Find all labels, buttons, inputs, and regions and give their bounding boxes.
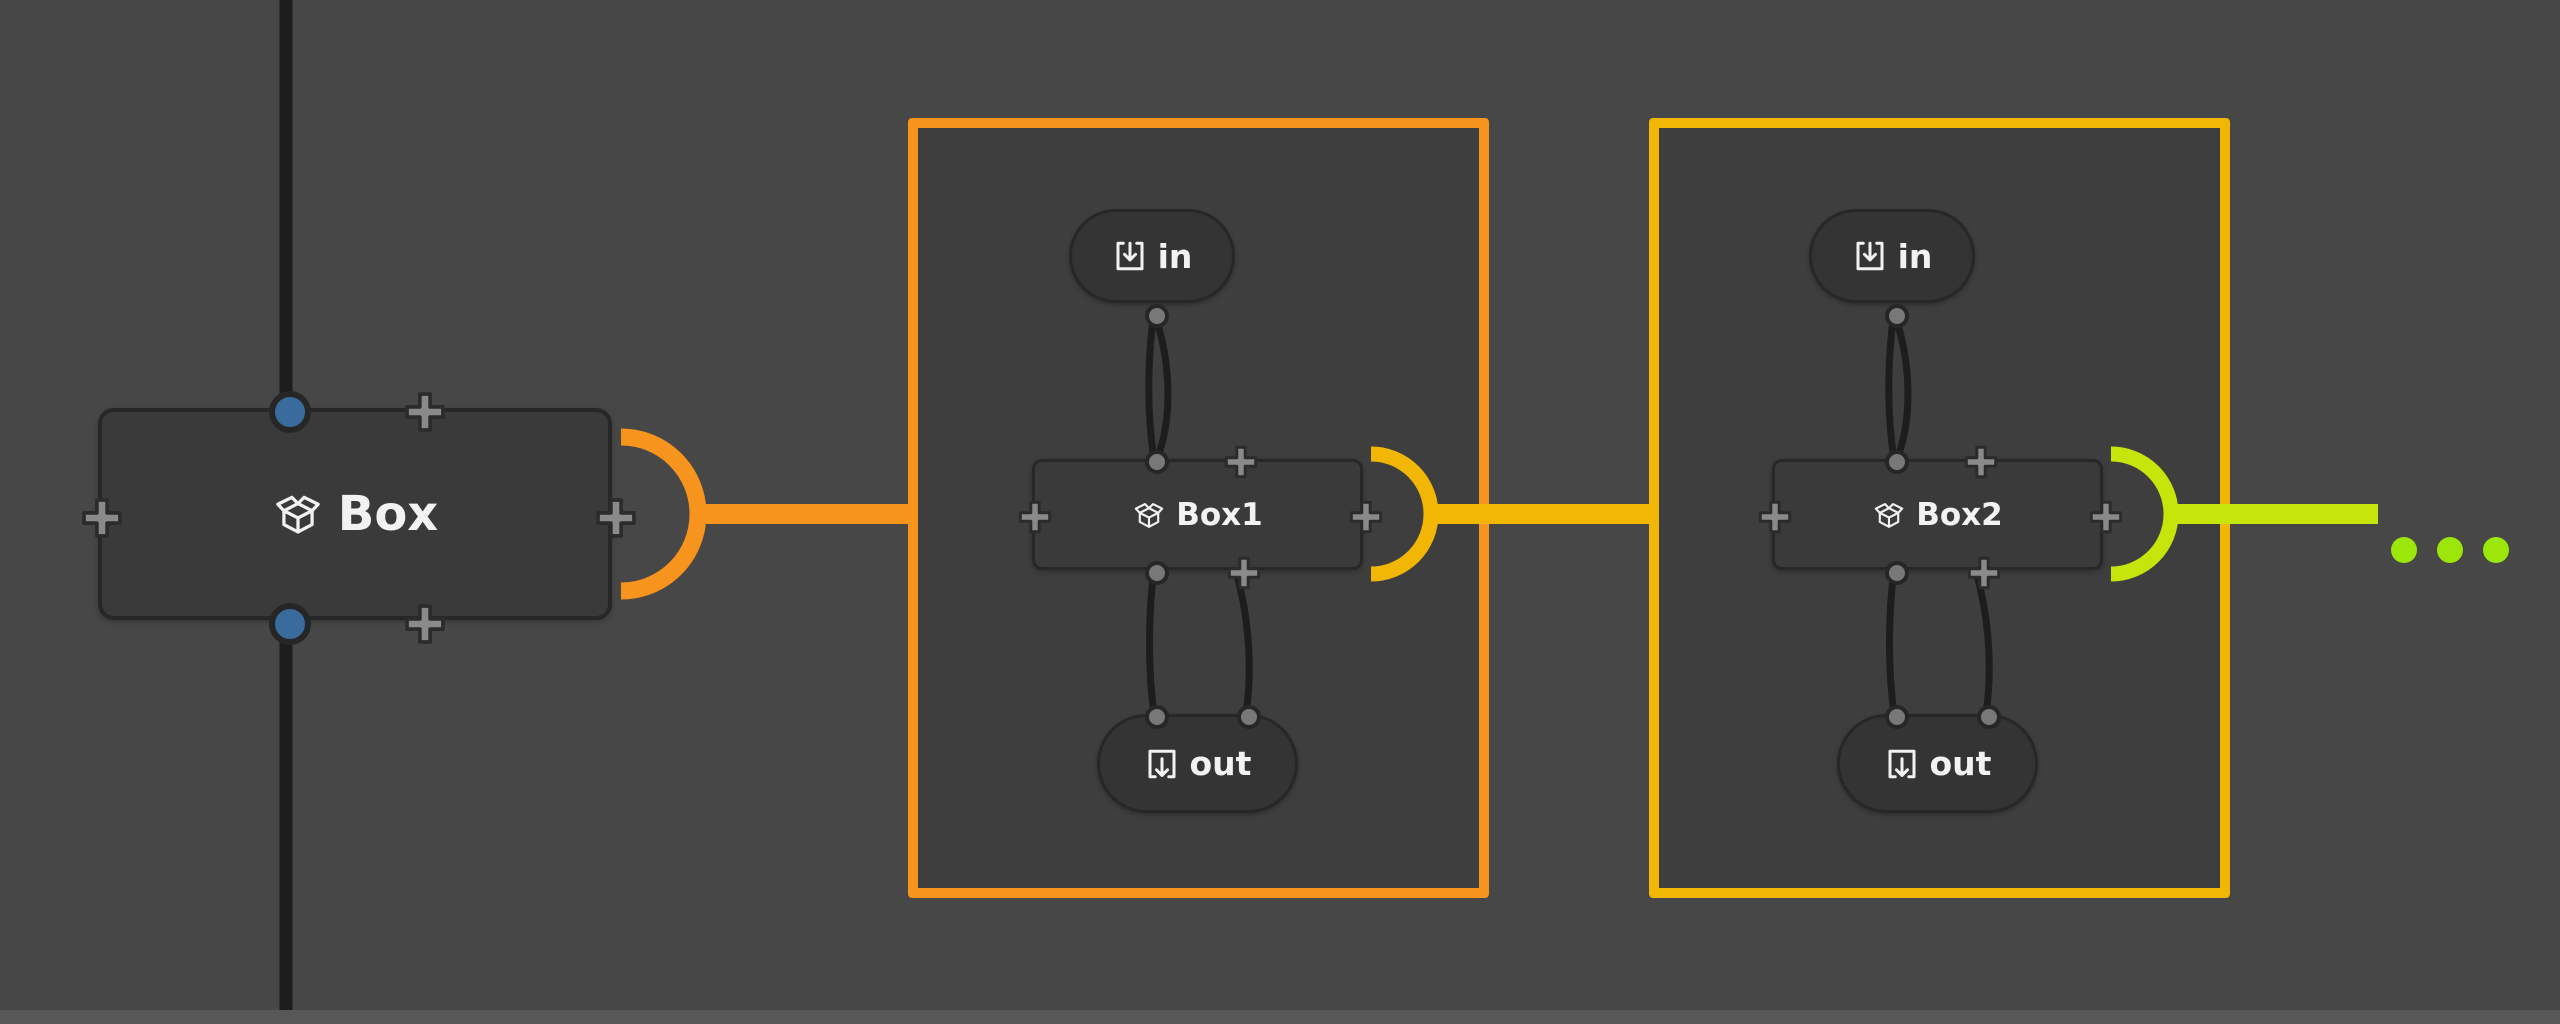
- port-out2-right[interactable]: [1977, 705, 2001, 729]
- add-connector-left-icon[interactable]: [1017, 499, 1053, 535]
- add-connector-right-icon[interactable]: [2088, 499, 2124, 535]
- import-tray-icon: [1852, 238, 1888, 274]
- port-box-top-blue[interactable]: [269, 391, 311, 433]
- port-box2-bottom[interactable]: [1885, 561, 1909, 585]
- box-icon: [1872, 498, 1906, 532]
- export-tray-icon: [1144, 746, 1180, 782]
- node-box1-label-row: Box1: [1132, 497, 1263, 533]
- node-box2-label: Box2: [1916, 496, 2003, 533]
- add-connector-right-icon[interactable]: [1348, 499, 1384, 535]
- node-box-label: Box: [337, 486, 439, 542]
- continuation-dot: [2391, 537, 2417, 563]
- continuation-dot: [2483, 537, 2509, 563]
- output-arc-box[interactable]: [620, 428, 707, 600]
- port-out1-right[interactable]: [1237, 705, 1261, 729]
- node-out-label: out: [1929, 744, 1992, 783]
- add-connector-top-icon[interactable]: [403, 390, 447, 434]
- edge-in2-to-box2-b[interactable]: [1890, 309, 1912, 463]
- import-tray-icon: [1112, 238, 1148, 274]
- add-connector-bottom-icon[interactable]: [1226, 555, 1262, 591]
- port-box1-bottom[interactable]: [1145, 561, 1169, 585]
- add-connector-right-icon[interactable]: [594, 496, 638, 540]
- node-out-label: out: [1189, 744, 1252, 783]
- output-arc-box1[interactable]: [1370, 446, 1439, 582]
- add-connector-bottom-icon[interactable]: [1966, 555, 2002, 591]
- node-box1-label: Box1: [1176, 496, 1263, 533]
- add-connector-left-icon[interactable]: [80, 496, 124, 540]
- edge-box1-to-out1-a[interactable]: [1146, 566, 1158, 718]
- node-out-group1[interactable]: out: [1097, 705, 1298, 813]
- node-box2-label-row: Box2: [1872, 497, 2003, 533]
- output-arc-box2[interactable]: [2110, 446, 2179, 582]
- port-out2-left[interactable]: [1885, 705, 1909, 729]
- node-in-group2[interactable]: in: [1809, 209, 1975, 328]
- continuation-dots: [2391, 537, 2509, 563]
- port-in2-bottom[interactable]: [1885, 304, 1909, 328]
- add-connector-left-icon[interactable]: [1757, 499, 1793, 535]
- port-box1-top[interactable]: [1145, 450, 1169, 474]
- continuation-dot: [2437, 537, 2463, 563]
- node-box-label-row: Box: [272, 486, 439, 542]
- edge-in1-to-box1-b[interactable]: [1150, 309, 1172, 463]
- port-box2-top[interactable]: [1885, 450, 1909, 474]
- box-icon: [272, 488, 324, 540]
- add-connector-top-icon[interactable]: [1223, 444, 1259, 480]
- node-box2[interactable]: Box2: [1758, 445, 2123, 590]
- export-tray-icon: [1884, 746, 1920, 782]
- canvas-bottom-strip: [0, 1010, 2560, 1024]
- node-box[interactable]: Box: [82, 391, 636, 645]
- port-out1-left[interactable]: [1145, 705, 1169, 729]
- node-in-label: in: [1157, 236, 1193, 276]
- node-out-group2[interactable]: out: [1837, 705, 2038, 813]
- edge-box2-to-out2-a[interactable]: [1886, 566, 1898, 718]
- edge-in1-to-box1-a[interactable]: [1145, 309, 1158, 463]
- edge-in2-to-box2-a[interactable]: [1885, 309, 1898, 463]
- node-box1[interactable]: Box1: [1018, 445, 1383, 590]
- box-icon: [1132, 498, 1166, 532]
- port-box-bottom-blue[interactable]: [269, 603, 311, 645]
- port-in1-bottom[interactable]: [1145, 304, 1169, 328]
- add-connector-bottom-icon[interactable]: [403, 602, 447, 646]
- add-connector-top-icon[interactable]: [1963, 444, 1999, 480]
- node-in-group1[interactable]: in: [1069, 209, 1235, 328]
- node-in-label: in: [1897, 236, 1933, 276]
